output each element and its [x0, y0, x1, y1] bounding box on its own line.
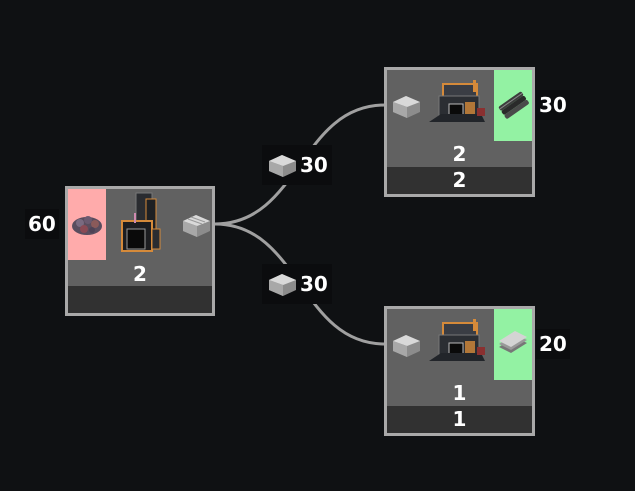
output-rate-label: 20 — [536, 329, 570, 359]
output-rate-label: 30 — [536, 90, 570, 120]
plate-icon — [499, 331, 527, 353]
machine-count: 1 — [452, 381, 467, 405]
ingot-icon — [269, 155, 296, 177]
edge-rate: 30 — [300, 272, 328, 296]
input-slot[interactable] — [68, 189, 106, 260]
mill-machine-icon — [429, 80, 485, 122]
node-smelter[interactable]: 2 — [65, 186, 215, 316]
rod-icon — [498, 91, 529, 119]
node-rod-mill[interactable]: 2 2 — [384, 67, 535, 197]
machine-count: 2 — [452, 142, 467, 166]
node-footer — [68, 286, 212, 313]
output-slot[interactable] — [494, 70, 532, 141]
output-slot[interactable] — [494, 309, 532, 380]
input-rate-label: 60 — [25, 209, 59, 239]
node-footer: 1 — [387, 406, 532, 433]
edge-label-plate-mill: 30 — [262, 264, 332, 304]
edge-label-rod-mill: 30 — [262, 145, 332, 185]
node-footer: 2 — [387, 167, 532, 194]
ingot-icon — [393, 96, 420, 118]
node-plate-mill[interactable]: 1 1 — [384, 306, 535, 436]
furnace-machine-icon — [121, 192, 161, 252]
ingot-icon — [183, 215, 210, 237]
ingot-icon — [393, 335, 420, 357]
mill-machine-icon — [429, 319, 485, 361]
ingot-icon — [269, 274, 296, 296]
ore-icon — [72, 216, 102, 235]
edge-rate: 30 — [300, 153, 328, 177]
machine-count: 2 — [133, 262, 147, 286]
